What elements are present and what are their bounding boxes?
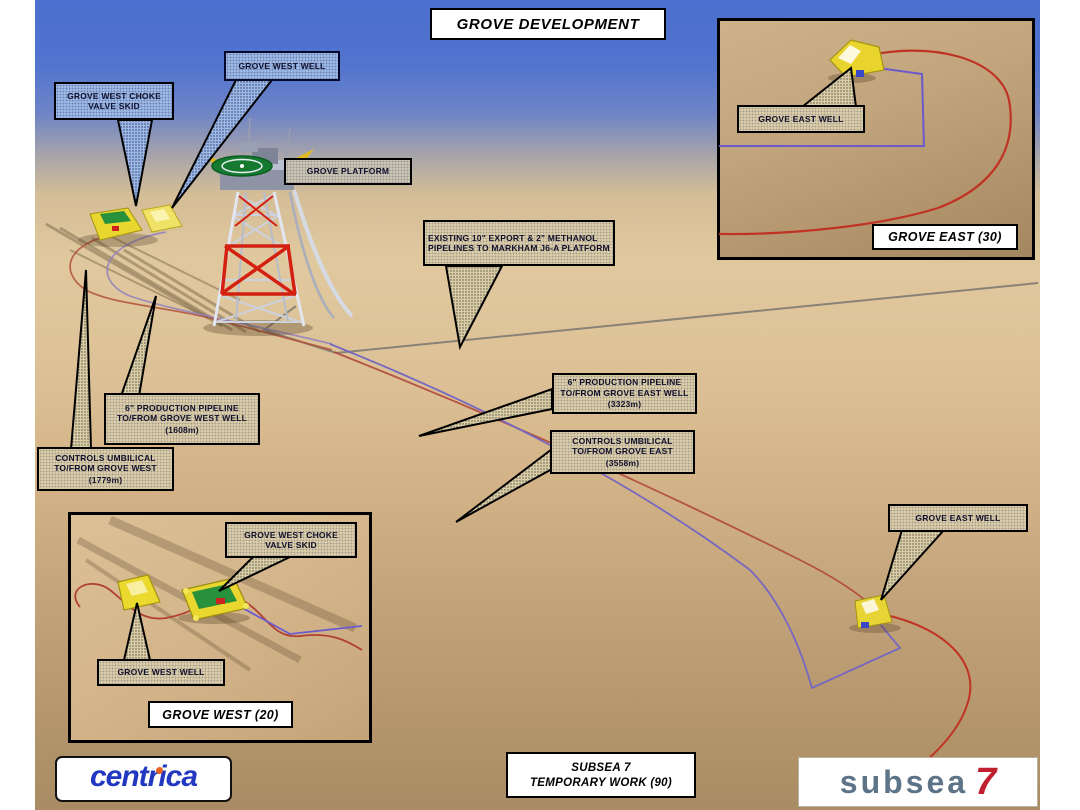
umbilical-length: (3558m) xyxy=(605,457,640,468)
callout-production-pipeline-west: 6" PRODUCTION PIPELINE TO/FROM GROVE WES… xyxy=(104,393,260,445)
centrica-wordmark: centrica xyxy=(89,760,198,793)
umbilical-length: (1779m) xyxy=(88,474,123,485)
callout-grove-west-choke-valve-skid: GROVE WEST CHOKE VALVE SKID xyxy=(54,82,174,120)
inset-east-well-label: GROVE EAST WELL xyxy=(737,105,865,133)
callout-controls-umbilical-east: CONTROLS UMBILICAL TO/FROM GROVE EAST (3… xyxy=(550,430,695,474)
callout-text: GROVE WEST WELL xyxy=(117,667,205,678)
callout-grove-west-well: GROVE WEST WELL xyxy=(224,51,340,81)
callout-text: 6" PRODUCTION PIPELINE TO/FROM GROVE EAS… xyxy=(560,377,689,398)
callout-text: GROVE WEST CHOKE VALVE SKID xyxy=(244,529,338,550)
callout-controls-umbilical-west: CONTROLS UMBILICAL TO/FROM GROVE WEST (1… xyxy=(37,447,174,491)
inset-west-choke-label: GROVE WEST CHOKE VALVE SKID xyxy=(225,522,357,558)
callout-existing-export-pipelines: EXISTING 10" EXPORT & 2" METHANOL PIPELI… xyxy=(423,220,615,266)
subsea-numeral: 7 xyxy=(975,760,997,803)
inset-west-well-label: GROVE WEST WELL xyxy=(97,659,225,686)
page-title: GROVE DEVELOPMENT xyxy=(456,15,640,33)
callout-grove-east-well: GROVE EAST WELL xyxy=(888,504,1028,532)
centrica-orange-dot-icon xyxy=(156,767,163,774)
pipeline-length: (1608m) xyxy=(165,424,199,435)
callout-text: CONTROLS UMBILICAL TO/FROM GROVE EAST xyxy=(572,435,673,457)
subsea7-logo: subsea 7 xyxy=(798,757,1038,807)
callout-text: GROVE PLATFORM xyxy=(306,166,390,177)
callout-production-pipeline-east: 6" PRODUCTION PIPELINE TO/FROM GROVE EAS… xyxy=(552,373,697,414)
callout-text: 6" PRODUCTION PIPELINE TO/FROM GROVE WES… xyxy=(116,402,248,424)
caption-text: GROVE WEST (20) xyxy=(162,707,279,722)
inset-east-caption: GROVE EAST (30) xyxy=(872,224,1018,250)
subsea-wordmark: subsea xyxy=(839,763,969,800)
caption-text: GROVE EAST (30) xyxy=(888,230,1002,244)
callout-text: GROVE EAST WELL xyxy=(758,113,844,124)
note-line1: SUBSEA 7 xyxy=(571,761,631,774)
callout-grove-platform: GROVE PLATFORM xyxy=(284,158,412,185)
callout-text: GROVE WEST CHOKE VALVE SKID xyxy=(67,90,161,111)
callout-text: CONTROLS UMBILICAL TO/FROM GROVE WEST xyxy=(54,452,157,474)
note-line2: TEMPORARY WORK (90) xyxy=(529,776,672,789)
inset-west-caption: GROVE WEST (20) xyxy=(148,701,293,728)
callout-text: EXISTING 10" EXPORT & 2" METHANOL PIPELI… xyxy=(428,232,610,253)
title-box: GROVE DEVELOPMENT xyxy=(430,8,666,40)
callout-text: GROVE WEST WELL xyxy=(238,60,326,71)
pipeline-length: (3323m) xyxy=(607,399,642,410)
centrica-logo: centrica xyxy=(55,756,232,802)
callout-text: GROVE EAST WELL xyxy=(915,512,1001,523)
subsea7-temporary-work-box: SUBSEA 7 TEMPORARY WORK (90) xyxy=(506,752,696,798)
